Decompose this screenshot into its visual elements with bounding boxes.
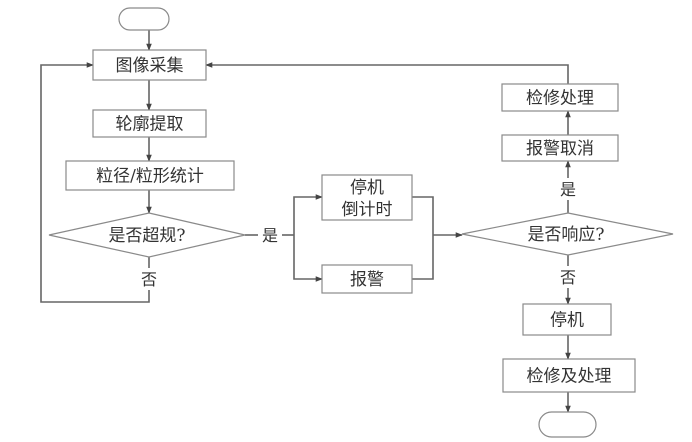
exceed-check-label: 是否超规? <box>108 226 185 246</box>
edges <box>40 30 571 413</box>
edge-branch-to-alarm <box>293 235 323 282</box>
size-stats-label: 粒径/粒形统计 <box>96 167 204 187</box>
shutdown-countdown-label-line2: 倒计时 <box>342 200 393 220</box>
end-terminator <box>538 411 597 438</box>
repair-handle-label: 检修处理 <box>526 89 594 109</box>
repair-and-handle-label: 检修及处理 <box>527 367 612 387</box>
node-end[interactable] <box>538 411 597 438</box>
exceed-check-diamond <box>48 212 246 258</box>
response-check-label: 是否响应? <box>527 225 604 245</box>
shutdown-countdown-label-line1: 停机 <box>350 178 384 198</box>
node-shutdown-countdown[interactable]: 停机 倒计时 <box>321 174 413 221</box>
node-contour-extract[interactable]: 轮廓提取 <box>92 109 207 138</box>
edge-check-no-loop-return <box>40 62 150 303</box>
edge-branch-to-countdown <box>293 194 323 235</box>
alarm-cancel-box <box>501 134 619 162</box>
node-shutdown[interactable]: 停机 <box>522 303 612 336</box>
contour-extract-label: 轮廓提取 <box>116 115 184 135</box>
node-size-stats[interactable]: 粒径/粒形统计 <box>65 160 235 191</box>
shutdown-label: 停机 <box>550 311 584 331</box>
exceed-yes-label: 是 <box>262 226 278 245</box>
node-alarm[interactable]: 报警 <box>321 264 413 294</box>
alarm-box <box>321 264 413 294</box>
node-start[interactable] <box>118 7 170 31</box>
response-no-label: 否 <box>560 268 576 287</box>
size-stats-box <box>65 160 235 191</box>
shutdown-countdown-box <box>321 174 413 221</box>
contour-extract-box <box>92 109 207 138</box>
edge-alarm-to-merge <box>412 235 434 280</box>
response-check-diamond <box>461 212 674 256</box>
node-repair-handle[interactable]: 检修处理 <box>501 83 619 112</box>
alarm-cancel-label: 报警取消 <box>526 139 594 159</box>
repair-and-handle-box <box>502 358 636 393</box>
start-terminator <box>118 7 170 31</box>
node-alarm-cancel[interactable]: 报警取消 <box>501 134 619 162</box>
node-image-capture[interactable]: 图像采集 <box>92 49 207 81</box>
response-yes-label: 是 <box>560 180 576 199</box>
exceed-no-label: 否 <box>141 270 157 289</box>
alarm-label: 报警 <box>350 270 384 290</box>
shutdown-box <box>522 303 612 336</box>
node-exceed-check[interactable]: 是否超规? <box>48 212 246 258</box>
edge-countdown-to-merge <box>412 196 434 235</box>
image-capture-label: 图像采集 <box>116 56 184 76</box>
image-capture-box <box>92 49 207 81</box>
node-repair-and-handle[interactable]: 检修及处理 <box>502 358 636 393</box>
edge-repair-to-capture <box>205 62 569 84</box>
node-response-check[interactable]: 是否响应? <box>461 212 674 256</box>
repair-handle-box <box>501 83 619 112</box>
